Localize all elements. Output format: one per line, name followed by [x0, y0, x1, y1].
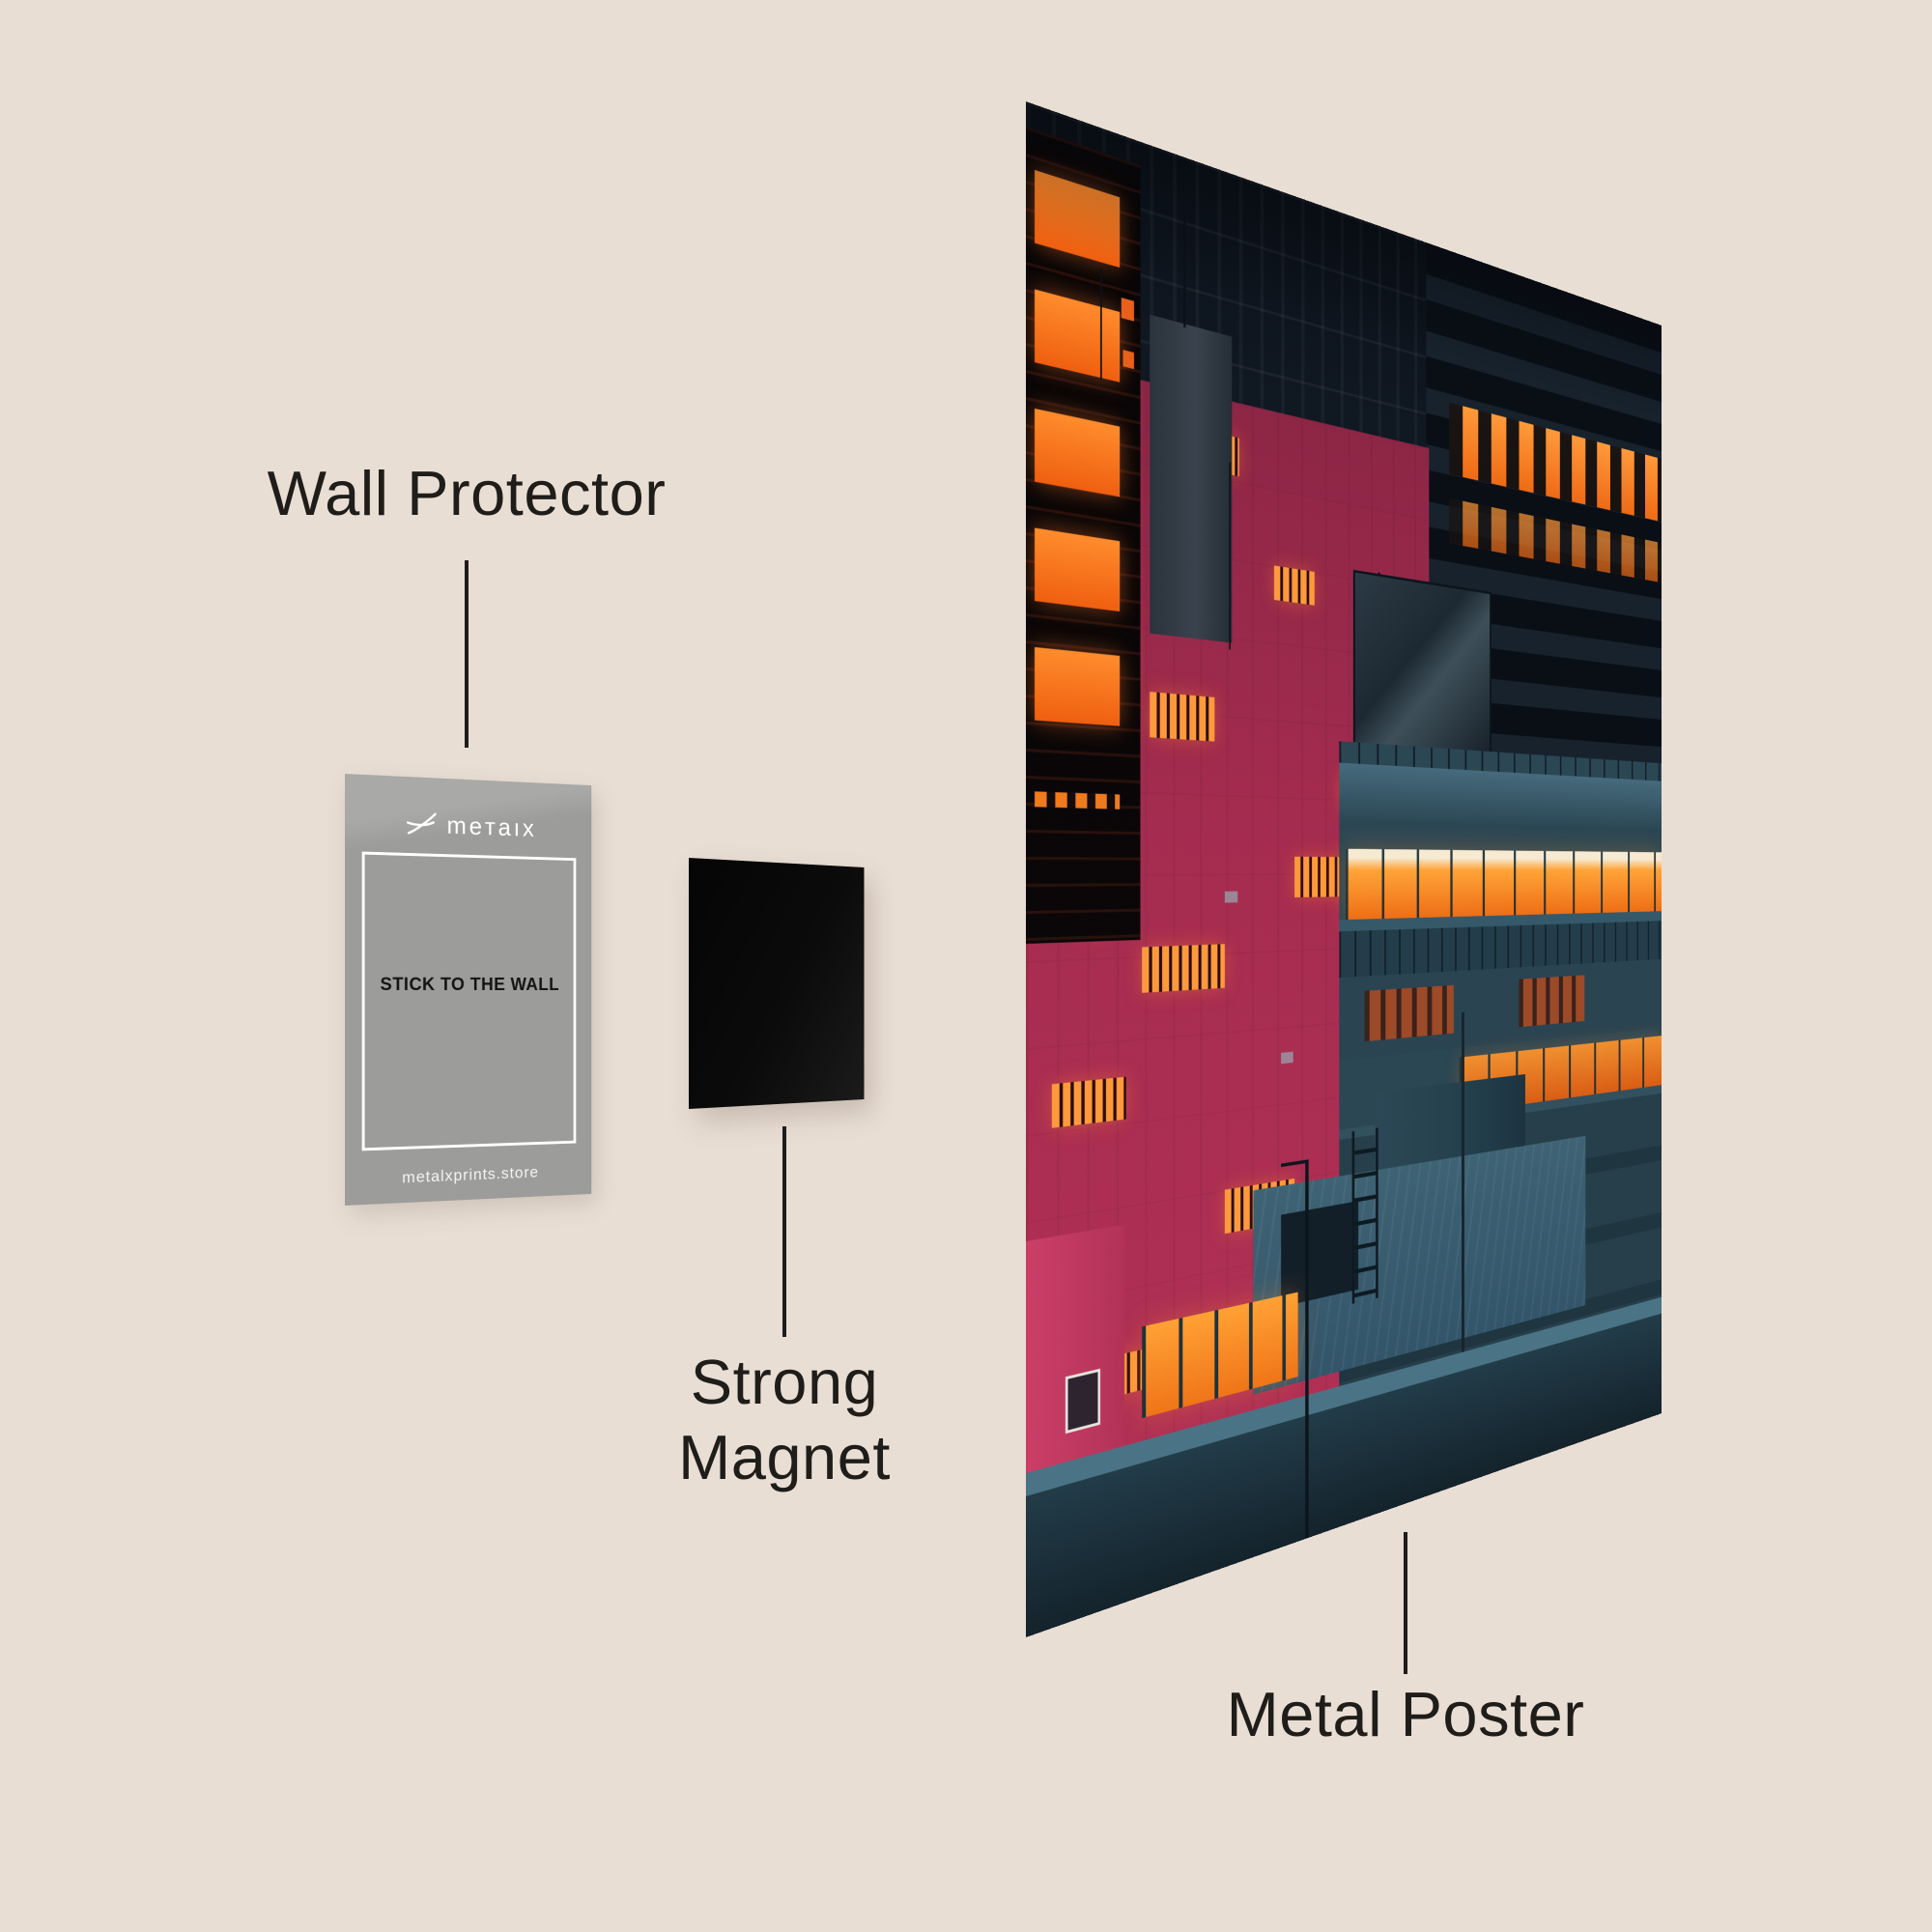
metal-poster — [1026, 101, 1662, 1637]
strong-magnet-label-line2: Magnet — [446, 1420, 1122, 1495]
poster-artwork — [1026, 101, 1662, 1637]
metalx-brand-row: meтaıx — [345, 805, 591, 846]
wall-protector-card: meтaıx STICK TO THE WALL metalxprints.st… — [345, 774, 591, 1206]
strong-magnet-label-line1: Strong — [446, 1345, 1122, 1420]
lit-window-cluster — [1575, 1476, 1662, 1556]
strong-magnet-square — [689, 858, 865, 1109]
strong-magnet-label: Strong Magnet — [446, 1345, 1122, 1495]
strong-magnet-leader-line — [782, 1126, 786, 1337]
metalx-wordmark: meтaıx — [447, 810, 537, 842]
vignette-overlay — [1026, 101, 1662, 1637]
card-instruction-text: STICK TO THE WALL — [345, 975, 591, 996]
metal-poster-label: Metal Poster — [1067, 1677, 1744, 1752]
wall-protector-leader-line — [465, 560, 469, 748]
wall-protector-label: Wall Protector — [128, 456, 805, 531]
metal-poster-leader-line — [1404, 1532, 1407, 1674]
metalx-logo-icon — [405, 810, 438, 837]
card-inner-border — [362, 852, 577, 1151]
card-store-url: metalxprints.store — [345, 1161, 591, 1190]
